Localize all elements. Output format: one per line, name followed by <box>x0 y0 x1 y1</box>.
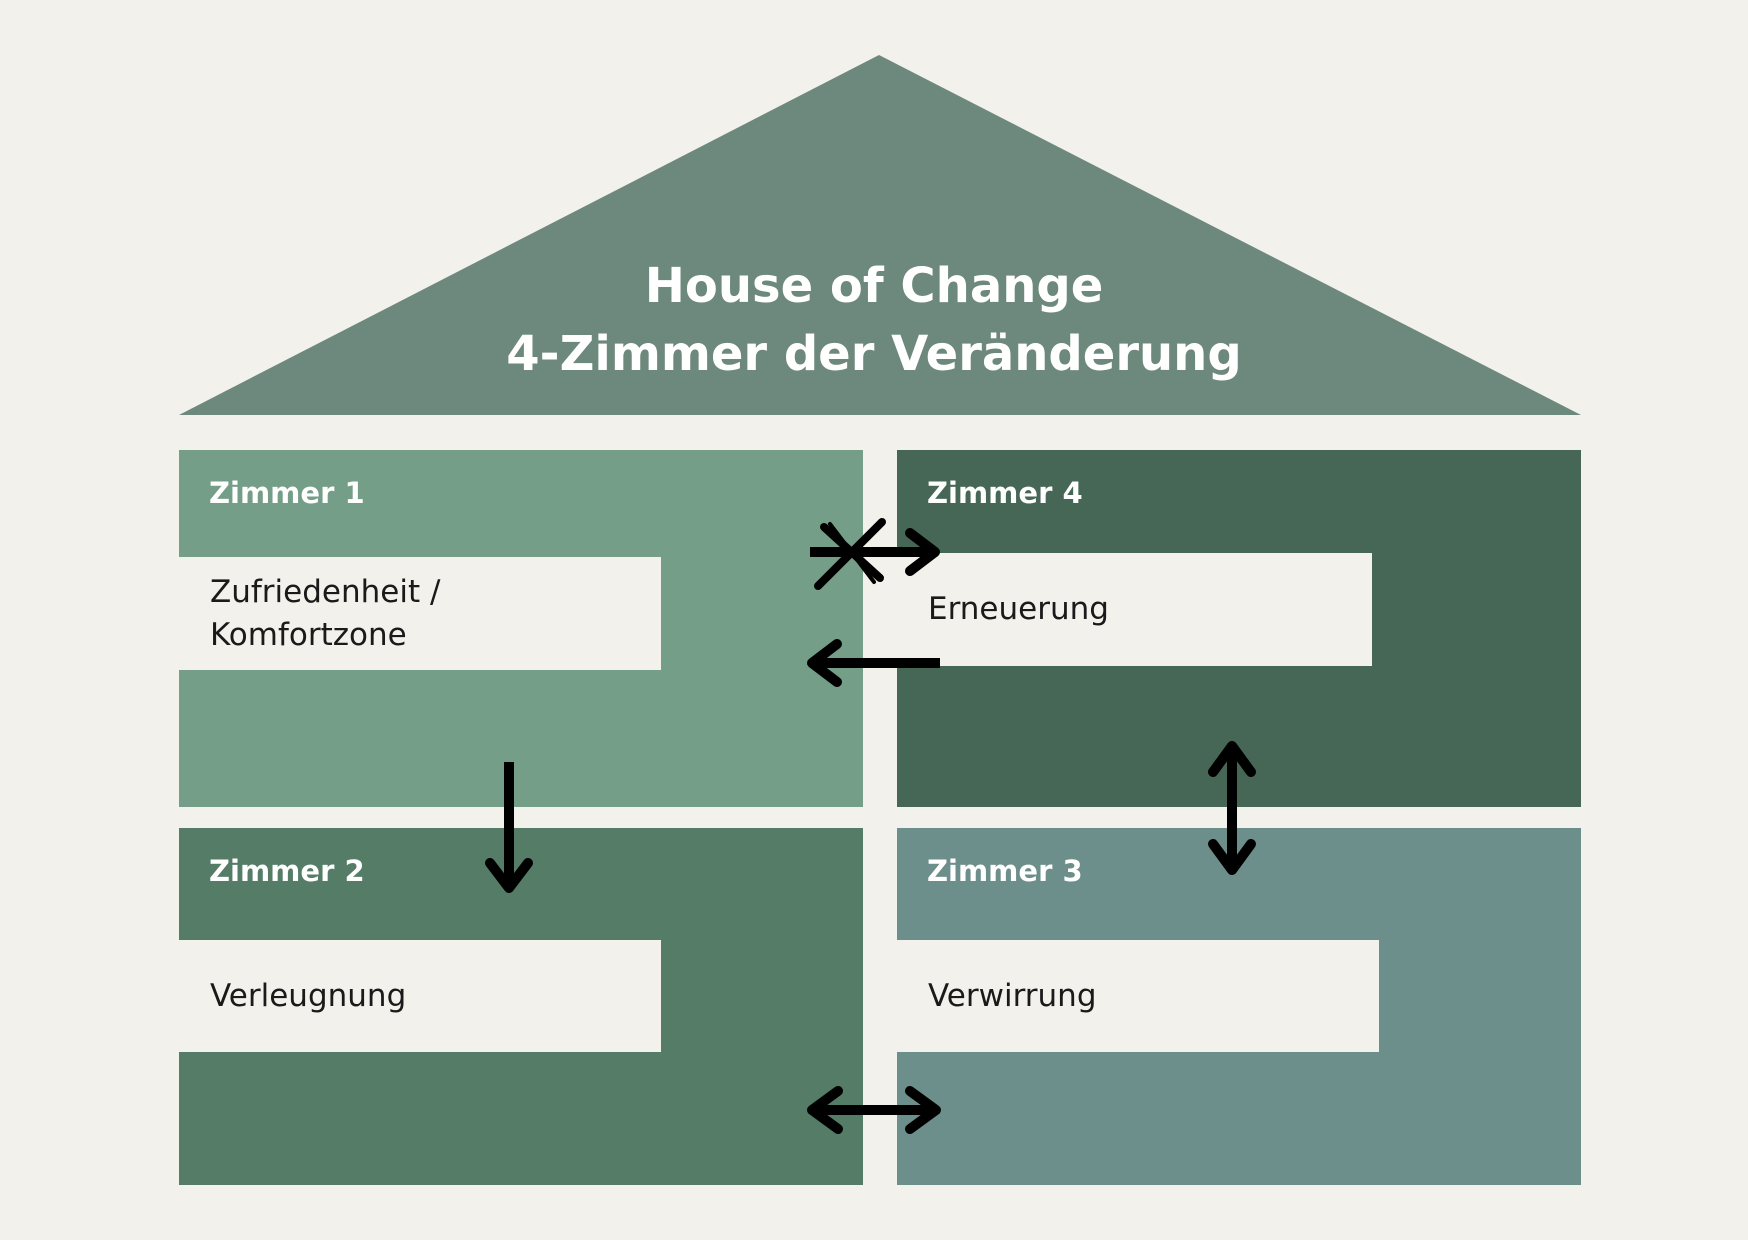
room-2-label-box: Verleugnung <box>179 940 661 1052</box>
room-3: Zimmer 3 Verwirrung <box>897 828 1581 1185</box>
room-4-label: Erneuerung <box>928 591 1109 627</box>
room-1-label-line-1: Zufriedenheit / <box>210 573 441 610</box>
room-3-heading: Zimmer 3 <box>927 854 1083 888</box>
title-line-2: 4-Zimmer der Veränderung <box>506 326 1242 382</box>
title-line-1: House of Change <box>644 258 1104 314</box>
room-4-label-box: Erneuerung <box>897 553 1372 666</box>
room-2: Zimmer 2 Verleugnung <box>179 828 863 1185</box>
room-1-label-box: Zufriedenheit / Komfortzone <box>179 557 661 670</box>
room-4: Zimmer 4 Erneuerung <box>897 450 1581 807</box>
room-2-heading: Zimmer 2 <box>209 854 365 888</box>
room-4-heading: Zimmer 4 <box>927 476 1083 510</box>
room-3-label-box: Verwirrung <box>897 940 1379 1052</box>
roof-triangle <box>179 55 1581 415</box>
room-1-heading: Zimmer 1 <box>209 476 365 510</box>
room-3-label: Verwirrung <box>928 977 1097 1014</box>
room-1: Zimmer 1 Zufriedenheit / Komfortzone <box>179 450 863 807</box>
house-title: House of Change 4-Zimmer der Veränderung <box>0 252 1748 388</box>
room-1-label: Zufriedenheit / Komfortzone <box>210 571 440 657</box>
room-1-label-line-2: Komfortzone <box>210 616 407 653</box>
room-2-label: Verleugnung <box>210 977 407 1014</box>
